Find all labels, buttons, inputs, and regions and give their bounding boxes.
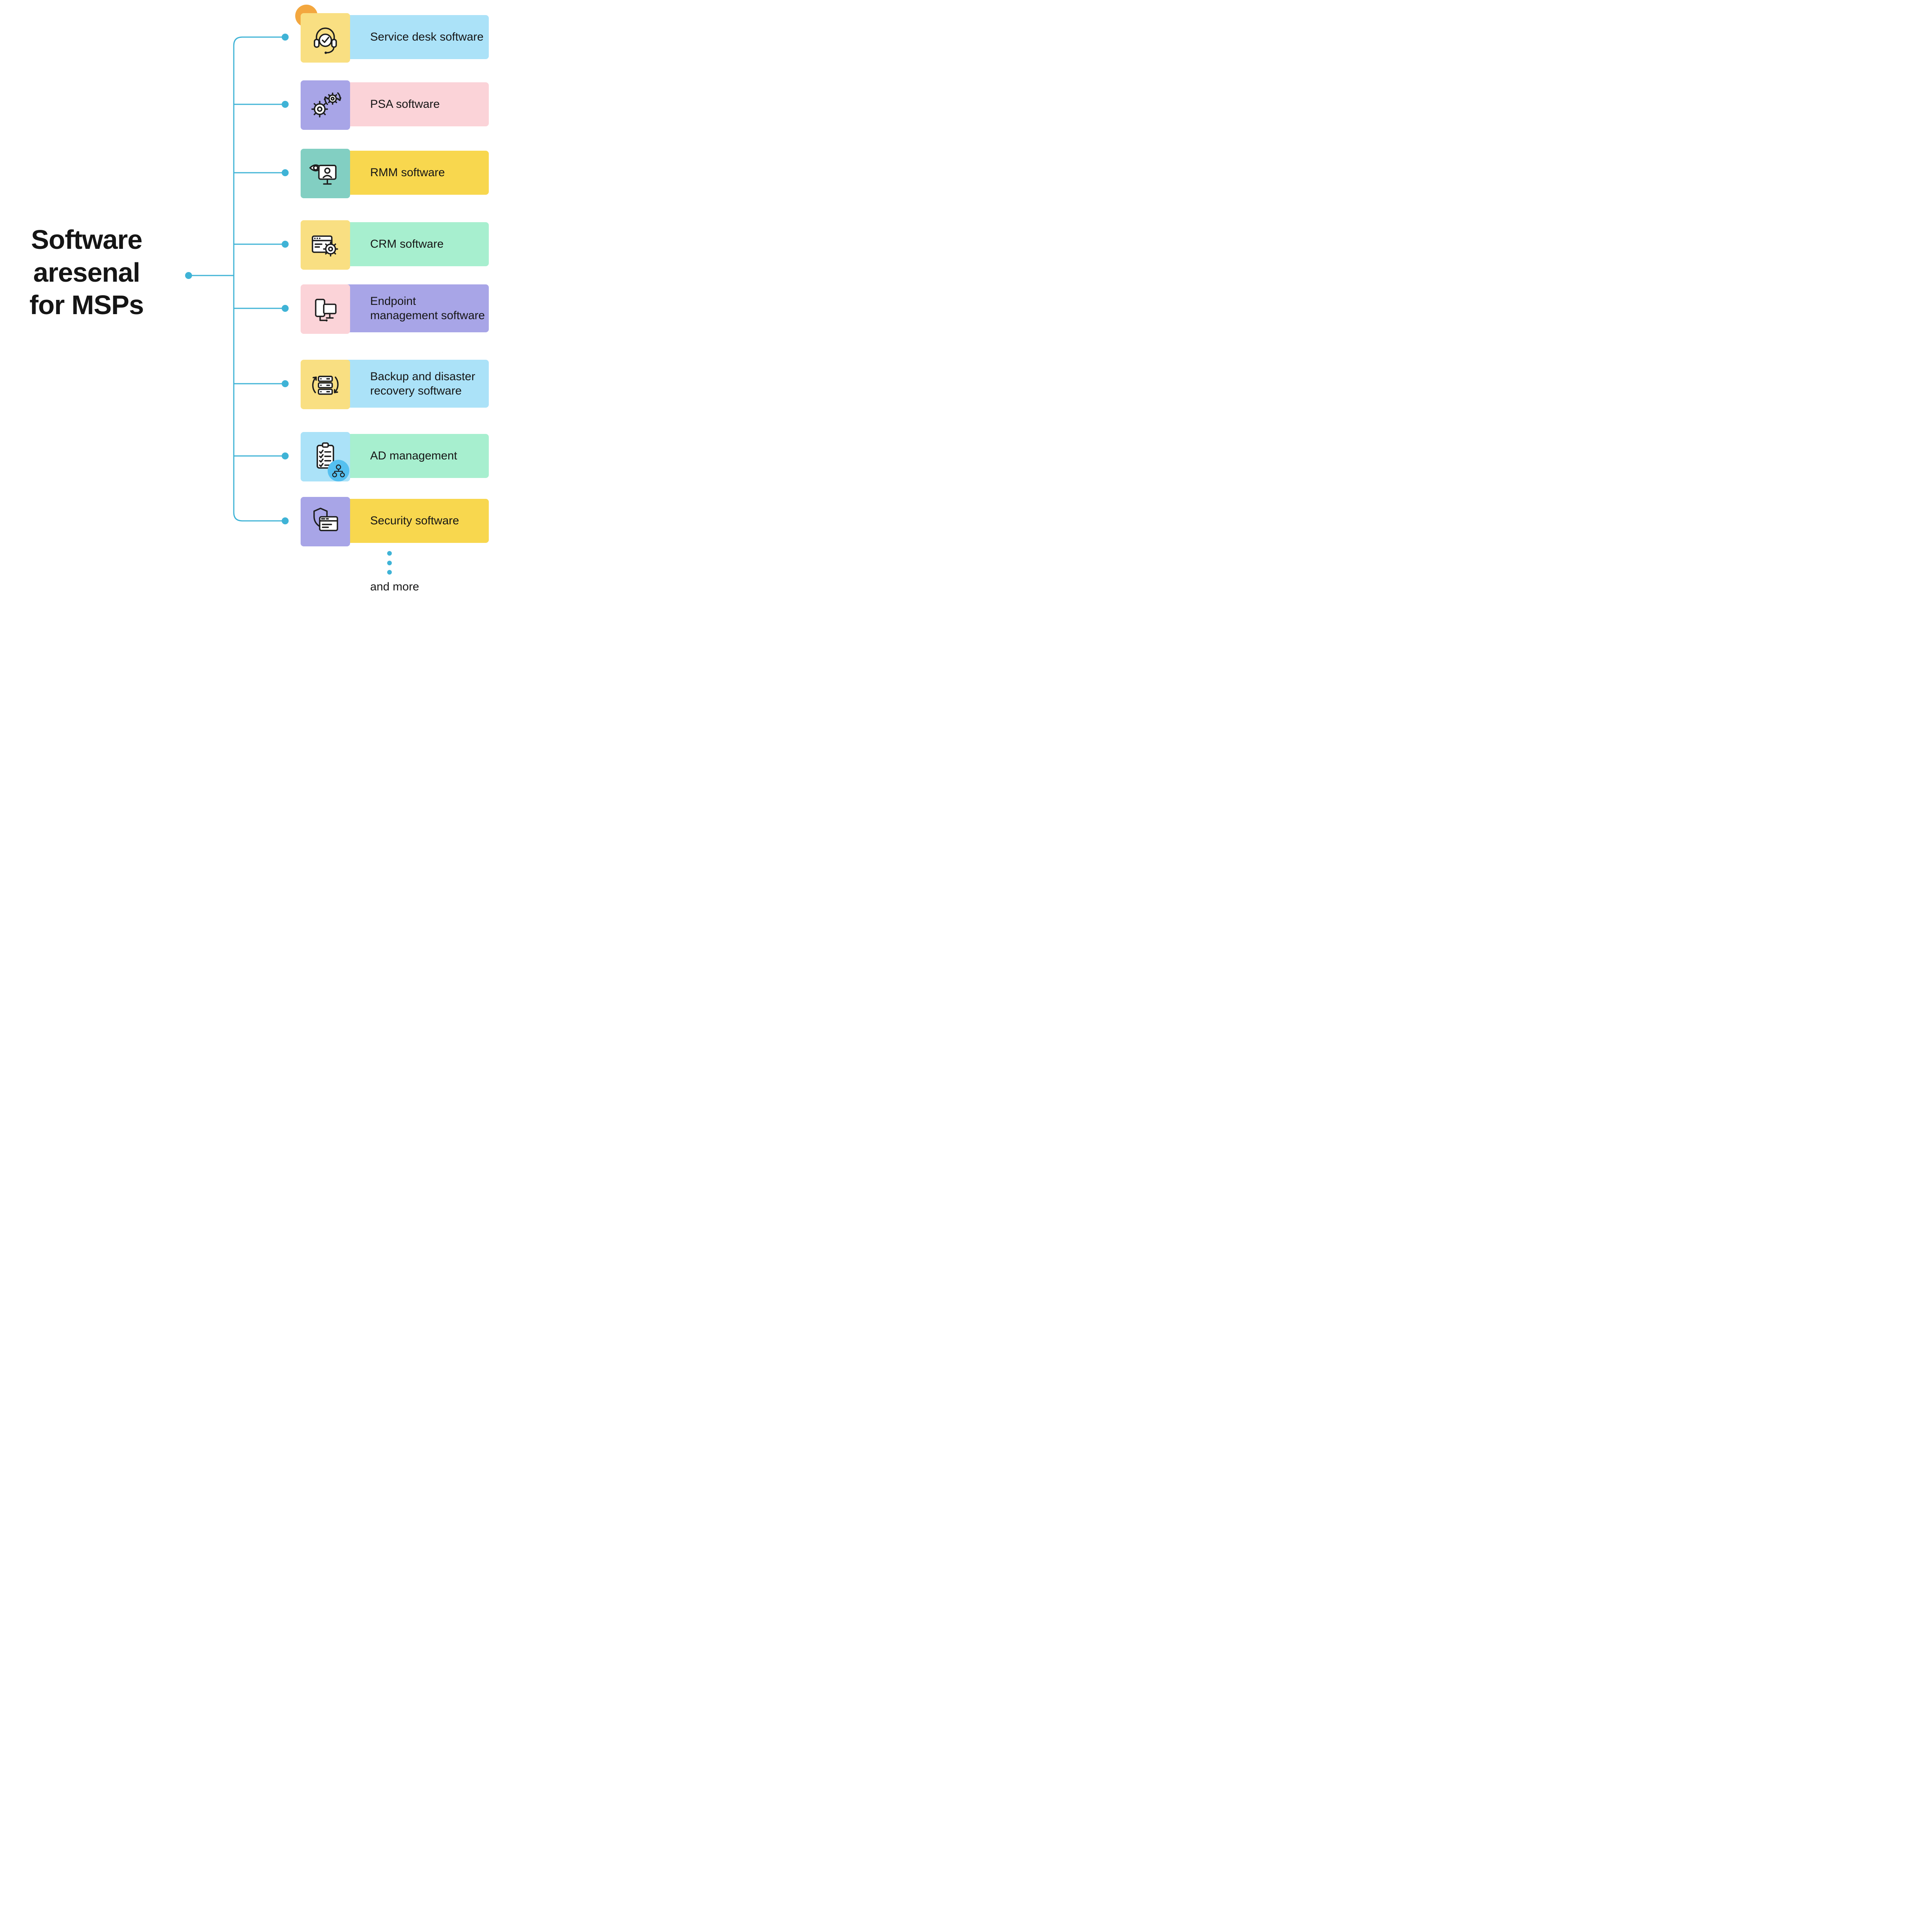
item-service-desk-bar: Service desk software xyxy=(333,15,489,59)
item-label: Endpoint management software xyxy=(370,294,485,322)
devices-icon xyxy=(315,299,337,321)
item-label: CRM software xyxy=(370,238,444,251)
item-backup-bar: Backup and disaster recovery software xyxy=(333,360,489,408)
item-label: Backup and disaster recovery software xyxy=(370,370,475,398)
item-crm-bar: CRM software xyxy=(333,222,489,266)
infographic: Software aresenal for MSPs Service desk … xyxy=(0,0,514,612)
item-label: PSA software xyxy=(370,98,440,111)
item-rmm-bar: RMM software xyxy=(333,151,489,195)
item-psa-bar: PSA software xyxy=(333,82,489,126)
monitor-eye-icon xyxy=(309,164,337,185)
users-badge xyxy=(328,460,349,481)
title-line: aresenal xyxy=(33,257,140,287)
item-backup-tile xyxy=(301,360,350,409)
more-label: and more xyxy=(370,580,419,593)
headset-check-icon xyxy=(314,27,337,54)
gears-icon xyxy=(311,92,342,117)
item-label: Security software xyxy=(370,514,459,527)
connector-lines xyxy=(185,34,392,575)
org-chart-icon xyxy=(332,464,345,478)
backup-server-icon xyxy=(312,376,339,395)
connector-dots xyxy=(185,34,392,575)
item-security-tile xyxy=(301,497,350,546)
page-title: Software aresenal for MSPs xyxy=(15,223,158,321)
shield-window-icon xyxy=(313,507,338,531)
item-ad-bar: AD management xyxy=(333,434,489,478)
item-label: AD management xyxy=(370,449,457,463)
title-line: for MSPs xyxy=(29,290,144,320)
item-psa-tile xyxy=(301,80,350,130)
item-service-desk-tile xyxy=(301,13,350,63)
title-line: Software xyxy=(31,224,143,255)
clipboard-checklist-icon xyxy=(316,442,334,469)
item-label: Service desk software xyxy=(370,31,484,44)
item-security-bar: Security software xyxy=(333,499,489,543)
item-endpoint-tile xyxy=(301,284,350,334)
browser-gear-icon xyxy=(311,235,338,257)
item-endpoint-bar: Endpoint management software xyxy=(333,284,489,332)
item-crm-tile xyxy=(301,220,350,270)
item-ad-tile xyxy=(301,432,350,481)
item-rmm-tile xyxy=(301,149,350,198)
item-label: RMM software xyxy=(370,166,445,179)
